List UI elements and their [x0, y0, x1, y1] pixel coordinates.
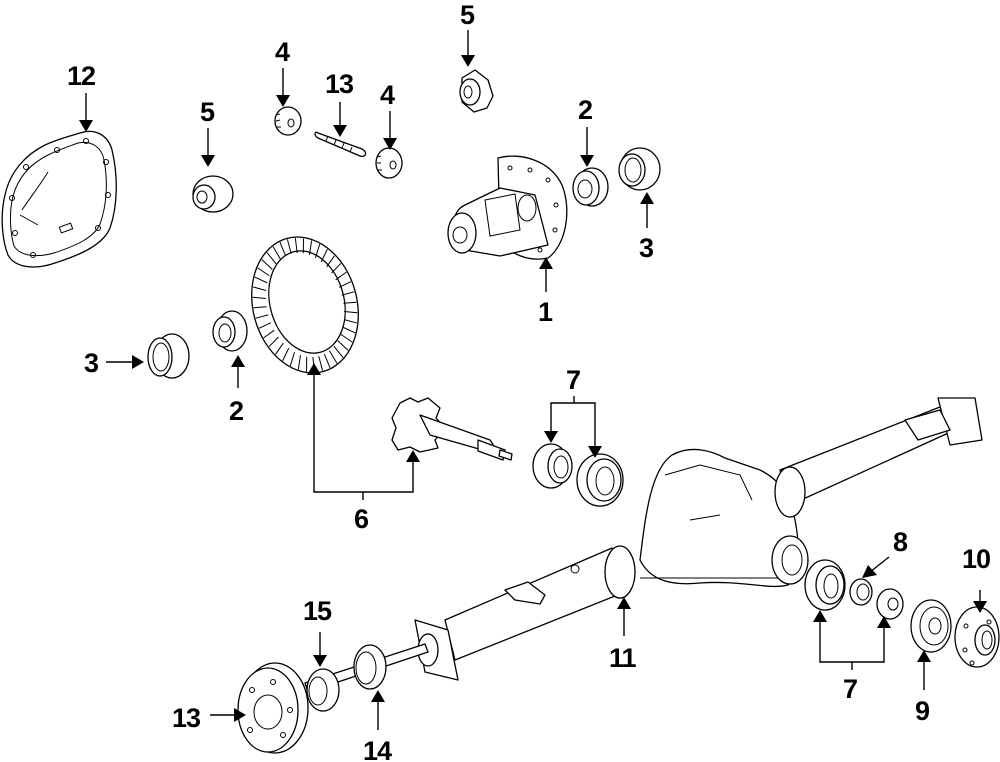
ring-gear-tooth	[257, 267, 270, 277]
callout-4[interactable]: 4	[380, 80, 396, 110]
ring-gear-tooth	[253, 306, 267, 309]
callout-14[interactable]: 14	[363, 736, 393, 762]
part-bearing-cup-right[interactable]	[618, 147, 661, 191]
ring-gear-tooth	[314, 243, 321, 258]
callout-5[interactable]: 5	[460, 0, 476, 30]
ring-gear-tooth	[343, 301, 357, 304]
part-differential-case[interactable]	[447, 155, 568, 260]
callout-4[interactable]: 4	[275, 37, 291, 67]
callout-2[interactable]: 2	[578, 95, 593, 125]
ring-gear-tooth	[282, 347, 290, 361]
part-bearing-cup-left[interactable]	[147, 333, 190, 379]
ring-gear-tooth	[294, 237, 298, 253]
part-pinion-bearings-front[interactable]	[804, 559, 904, 620]
part-axle-housing[interactable]	[414, 397, 983, 681]
part-cover-gasket[interactable]	[1, 130, 117, 268]
ring-gear-tooth	[263, 329, 275, 339]
callout-5[interactable]: 5	[200, 97, 216, 127]
callout-3[interactable]: 3	[639, 233, 655, 263]
ring-gear-tooth	[297, 355, 302, 370]
ring-gear-tooth	[340, 333, 353, 343]
part-side-gear-right[interactable]	[459, 69, 494, 113]
part-pinion-flange[interactable]	[954, 606, 1000, 668]
ring-gear-tooth	[254, 276, 268, 284]
callout-labels: 12 5 4 13 4 5 2 3 1 3 2 6 7 8 10 9 7 11 …	[67, 0, 991, 762]
ring-gear-tooth	[261, 259, 273, 270]
ring-gear-tooth	[289, 352, 296, 367]
part-pinion-bearings-rear[interactable]	[532, 443, 624, 507]
ring-gear-tooth	[258, 322, 272, 329]
ring-gear-tooth	[337, 340, 349, 351]
callout-7[interactable]: 7	[566, 365, 581, 395]
ring-gear-tooth	[344, 310, 358, 314]
ring-gear-tooth	[326, 255, 335, 268]
callout-9[interactable]: 9	[915, 696, 931, 726]
part-side-gear-left[interactable]	[192, 175, 234, 213]
callout-2[interactable]: 2	[229, 396, 244, 426]
ring-gear-tooth	[323, 353, 331, 369]
ring-gear-tooth	[333, 345, 344, 358]
part-axle-seal[interactable]	[306, 668, 340, 712]
part-bearing-cone-left[interactable]	[212, 310, 248, 352]
ring-gear-tooth	[341, 291, 355, 296]
ring-gear-tooth	[342, 326, 356, 334]
ring-gear-tooth	[331, 263, 342, 274]
callout-10[interactable]: 10	[962, 544, 991, 574]
part-ring-gear[interactable]	[237, 225, 373, 385]
ring-gear-tooth	[275, 342, 284, 355]
callout-1[interactable]: 1	[538, 297, 554, 327]
ring-gear-tooth	[343, 318, 358, 324]
leader-lines	[79, 30, 987, 730]
ring-gear-tooth	[255, 314, 269, 319]
ring-gear-tooth	[266, 252, 277, 265]
part-pinion-shaft[interactable]	[314, 131, 367, 158]
ring-gear-tooth	[272, 246, 282, 260]
callout-3[interactable]: 3	[84, 348, 100, 378]
part-bearing-cone-right[interactable]	[572, 167, 609, 207]
callout-13[interactable]: 13	[172, 703, 202, 733]
callout-13[interactable]: 13	[325, 69, 355, 99]
callout-12[interactable]: 12	[67, 61, 96, 91]
callout-7[interactable]: 7	[843, 674, 858, 704]
ring-gear-tooth	[328, 350, 338, 364]
part-pinion-gear-left[interactable]	[274, 106, 302, 136]
part-drive-pinion[interactable]	[391, 397, 513, 461]
ring-gear-tooth	[335, 271, 347, 281]
callout-11[interactable]: 11	[609, 643, 638, 673]
ring-gear-tooth	[279, 241, 287, 257]
ring-gear-tooth	[252, 296, 266, 300]
part-axle-bearing[interactable]	[353, 644, 387, 690]
ring-gear-tooth	[318, 356, 324, 371]
callout-6[interactable]: 6	[354, 504, 370, 534]
ring-gear-tooth	[286, 239, 292, 254]
ring-gear-tooth	[338, 281, 352, 288]
ring-gear-tooth	[308, 240, 313, 255]
ring-gear-tooth	[268, 336, 279, 347]
callout-8[interactable]: 8	[893, 527, 909, 557]
ring-gear-tooth	[320, 249, 328, 263]
ring-gear-tooth	[252, 286, 267, 292]
callout-15[interactable]: 15	[303, 596, 333, 626]
part-pinion-gear-right[interactable]	[375, 147, 403, 179]
part-pinion-seal[interactable]	[910, 599, 952, 653]
part-spacer[interactable]	[849, 578, 873, 606]
